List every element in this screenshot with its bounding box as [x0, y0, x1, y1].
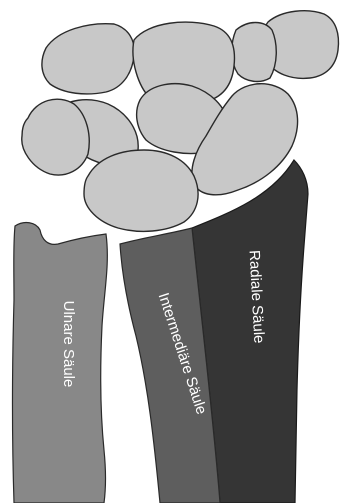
carpal-bone-bottom-lunate — [84, 150, 198, 231]
carpal-bone-far-left — [22, 99, 89, 175]
carpal-bone-top-left — [42, 24, 134, 94]
carpal-bone-top-right — [232, 23, 277, 82]
ulnar-column-label: Ulnare Säule — [60, 301, 77, 388]
ulnar-column-shape — [13, 223, 108, 503]
